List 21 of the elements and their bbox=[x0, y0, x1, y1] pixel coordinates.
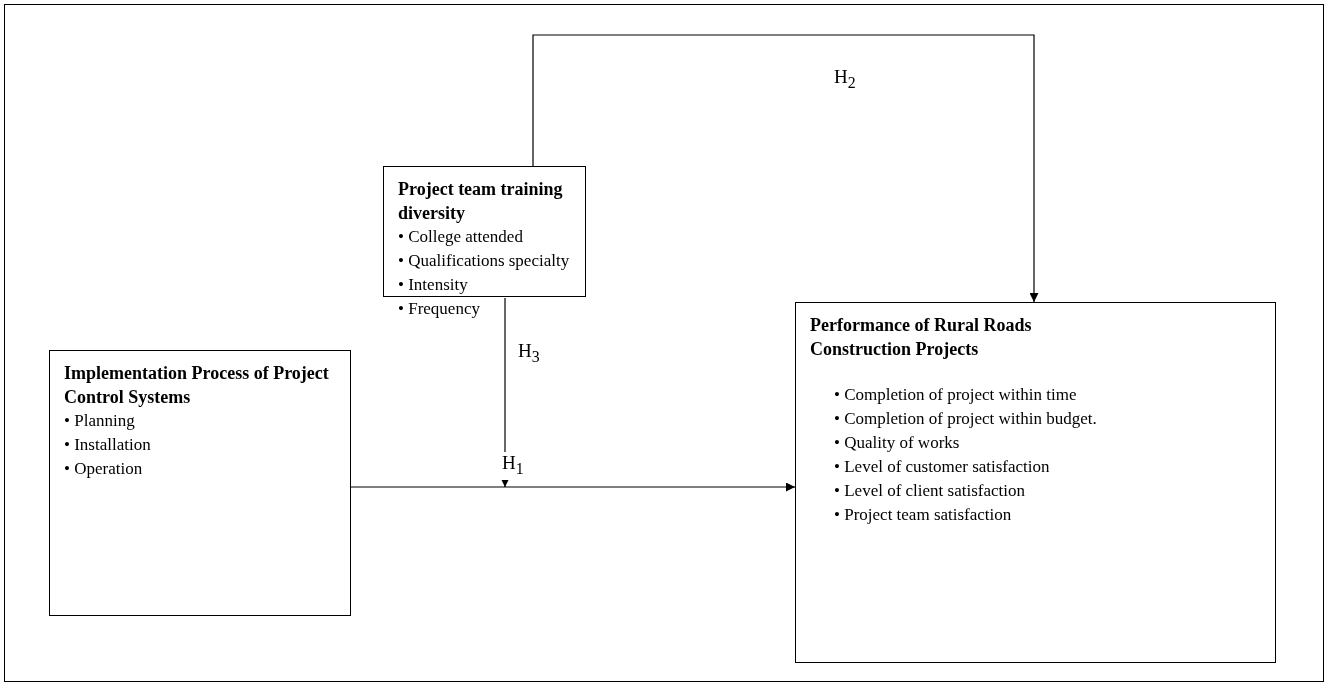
bullet-item: • Qualifications specialty bbox=[398, 250, 571, 272]
arrow bbox=[532, 34, 1039, 303]
bullet-item: • Intensity bbox=[398, 274, 469, 296]
bullet-item: • Operation bbox=[64, 458, 144, 480]
bullet-item: • Installation bbox=[64, 434, 152, 456]
bullet-item: • Level of client satisfaction bbox=[834, 480, 1026, 502]
bullet-item: • Level of customer satisfaction bbox=[834, 456, 1051, 478]
arrow bbox=[350, 482, 796, 492]
bullet-item: • College attended bbox=[398, 226, 524, 248]
bullet-item: • Completion of project within time bbox=[834, 384, 1078, 406]
edge-label: H$_{1}$ bbox=[500, 452, 526, 480]
variable-box bbox=[795, 302, 1276, 663]
box-heading: Project team training diversity bbox=[398, 178, 564, 225]
bullet-item: • Quality of works bbox=[834, 432, 961, 454]
box-heading: Implementation Process of Project Control Systems bbox=[64, 362, 330, 409]
bullet-item: • Completion of project within budget. bbox=[834, 408, 1098, 430]
variable-box bbox=[49, 350, 351, 616]
bullet-item: • Frequency bbox=[398, 298, 481, 320]
bullet-item: • Planning bbox=[64, 410, 136, 432]
bullet-item: • Project team satisfaction bbox=[834, 504, 1013, 526]
box-heading: Performance of Rural Roads Construction Projects bbox=[810, 314, 1033, 361]
